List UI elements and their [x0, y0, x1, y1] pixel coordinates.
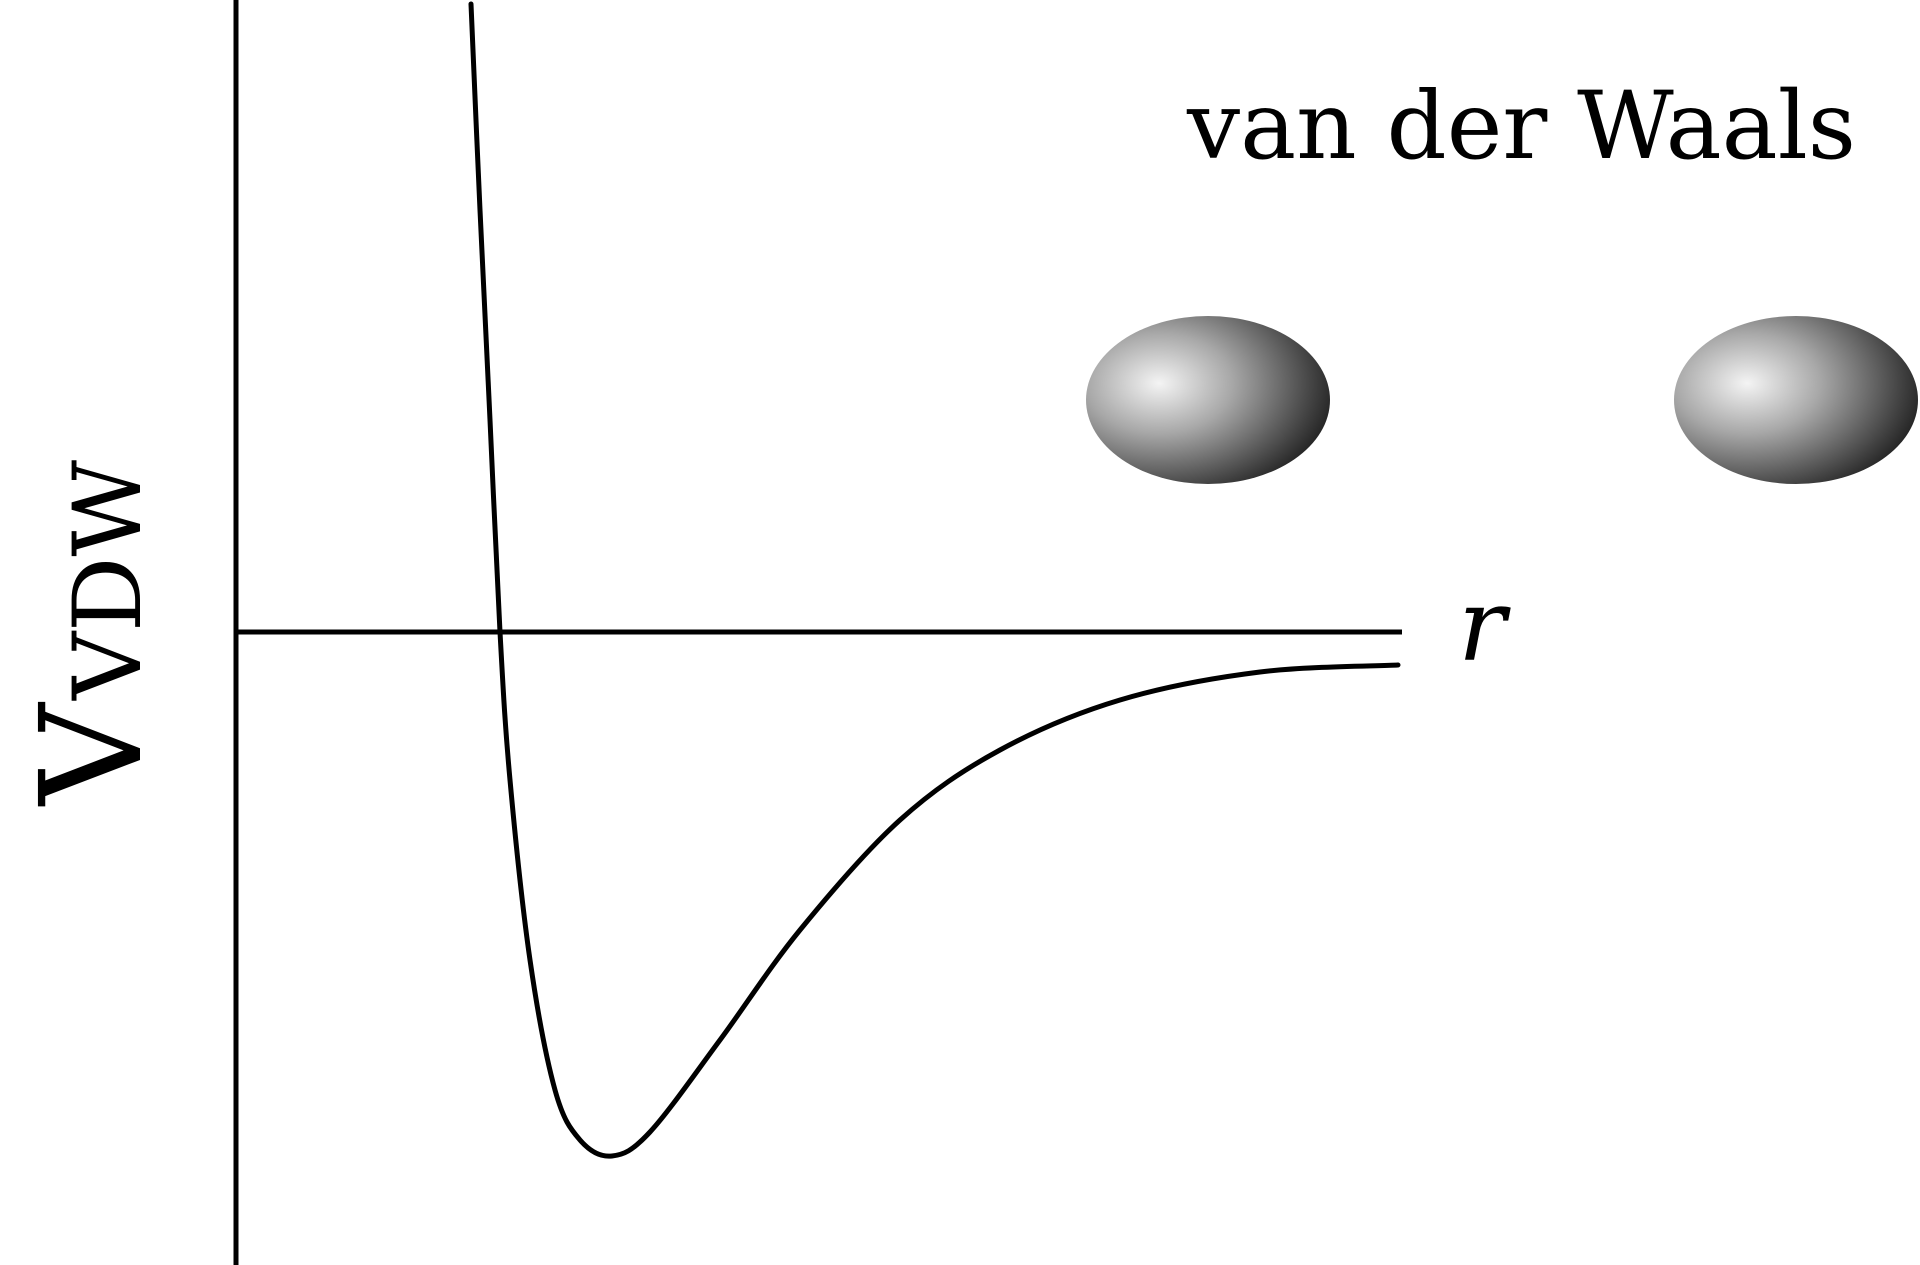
molecule-left	[1086, 316, 1330, 484]
y-axis-label-subscript: VDW	[54, 460, 163, 701]
x-axis-label: r	[1458, 567, 1511, 684]
molecule-right	[1674, 316, 1918, 484]
diagram-title: van der Waals	[1186, 72, 1856, 181]
svg-text:VVDW: VVDW	[11, 460, 174, 807]
y-axis-label-main: V	[11, 701, 174, 807]
potential-curve	[468, 1, 1401, 1159]
y-axis-label: VVDW	[11, 460, 174, 807]
